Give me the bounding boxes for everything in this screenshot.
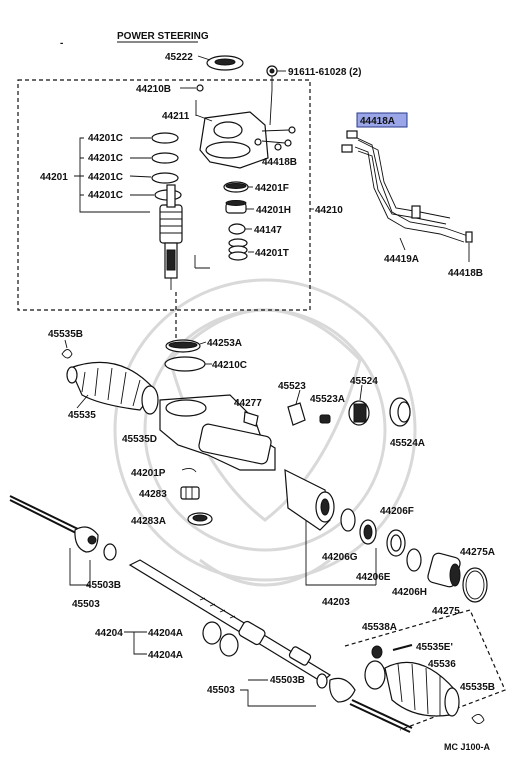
- label-45523: 45523: [278, 381, 306, 392]
- label-44206G: 44206G: [322, 552, 358, 563]
- label-45535B-2: 45535B: [460, 682, 495, 693]
- label-45535E: 45535E': [416, 642, 453, 653]
- label-44204A-2: 44204A: [148, 650, 183, 661]
- label-45503-2: 45503: [207, 685, 235, 696]
- label-44203: 44203: [322, 597, 350, 608]
- label-45524A: 45524A: [390, 438, 425, 449]
- label-45536: 45536: [428, 659, 456, 670]
- part-45524A: [389, 397, 411, 427]
- label-44201C-2: 44201C: [88, 153, 123, 164]
- valve-assembly-frame: [17, 79, 311, 311]
- label-44201T: 44201T: [255, 248, 289, 259]
- part-44206H: [406, 548, 422, 572]
- label-45524: 45524: [350, 376, 378, 387]
- label-44201P: 44201P: [131, 468, 166, 479]
- part-44275: [427, 552, 461, 588]
- part-44201F: [223, 181, 253, 193]
- part-44277: [243, 411, 259, 427]
- label-45538A: 45538A: [362, 622, 397, 633]
- part-44211-valve-housing: [195, 100, 296, 169]
- bracket-44201: [74, 137, 88, 213]
- part-44201H: [225, 200, 254, 214]
- part-45535B-clip-right: [471, 714, 485, 724]
- label-44211: 44211: [162, 111, 190, 122]
- bracket-44204: [124, 631, 147, 655]
- label-44147: 44147: [254, 225, 282, 236]
- highlight-44418A: [356, 112, 408, 128]
- label-44201: 44201: [40, 172, 68, 183]
- part-44206G: [340, 508, 356, 532]
- label-45535B-1: 45535B: [48, 329, 83, 340]
- part-45523: [287, 389, 306, 426]
- part-rack-bar: [128, 559, 332, 683]
- part-45535B-clip: [61, 339, 73, 359]
- part-45538A: [371, 645, 383, 659]
- label-44419A: 44419A: [384, 254, 419, 265]
- part-44210C: [164, 356, 212, 372]
- part-44206F: [386, 529, 406, 557]
- label-44204: 44204: [95, 628, 123, 639]
- part-44283A: [187, 512, 213, 526]
- part-44419A-pressure-tubes: [341, 130, 473, 262]
- part-spool-shaft: [159, 184, 183, 290]
- label-44275: 44275: [432, 606, 460, 617]
- label-44275A: 44275A: [460, 547, 495, 558]
- part-45524: [348, 384, 370, 426]
- label-45535D: 45535D: [122, 434, 157, 445]
- part-44204A-rings: [202, 621, 239, 657]
- bracket-44203: [305, 520, 377, 586]
- label-44206E: 44206E: [356, 572, 391, 583]
- label-44206F: 44206F: [380, 506, 414, 517]
- label-44277: 44277: [234, 398, 262, 409]
- label-44201H: 44201H: [256, 205, 291, 216]
- label-44201F: 44201F: [255, 183, 289, 194]
- label-44201C-3: 44201C: [88, 172, 123, 183]
- part-45535E: [392, 644, 413, 651]
- part-44283: [180, 486, 200, 500]
- label-44253A: 44253A: [207, 338, 242, 349]
- part-44210B: [180, 84, 204, 92]
- part-44275A: [462, 567, 488, 603]
- label-44210: 44210: [315, 205, 343, 216]
- label-44283: 44283: [139, 489, 167, 500]
- part-91611: [266, 65, 286, 126]
- label-44206H: 44206H: [392, 587, 427, 598]
- label-45535: 45535: [68, 410, 96, 421]
- label-44201C-1: 44201C: [88, 133, 123, 144]
- label-44204A-1: 44204A: [148, 628, 183, 639]
- part-45536-boot: [364, 660, 460, 717]
- corner-mark: -: [60, 38, 63, 49]
- label-45503B-1: 45503B: [86, 580, 121, 591]
- part-45503-tie-rod-right: [240, 673, 413, 733]
- label-44210B: 44210B: [136, 84, 171, 95]
- part-44201P: [181, 467, 197, 473]
- label-45222: 45222: [165, 52, 193, 63]
- part-44147: [228, 223, 252, 235]
- label-44418B-2: 44418B: [448, 268, 483, 279]
- part-44418B-valve: [274, 143, 282, 151]
- label-44210C: 44210C: [212, 360, 247, 371]
- label-44418B-1: 44418B: [262, 157, 297, 168]
- label-44418A: 44418A: [360, 116, 395, 127]
- diagram-title: POWER STEERING: [117, 31, 209, 42]
- label-45523A: 45523A: [310, 394, 345, 405]
- part-45535-boot: [66, 361, 159, 415]
- part-45523A: [319, 414, 331, 424]
- label-44283A: 44283A: [131, 516, 166, 527]
- label-45503-1: 45503: [72, 599, 100, 610]
- part-44201T: [228, 238, 254, 261]
- part-45222: [197, 55, 244, 71]
- footer-code: MC J100-A: [444, 742, 491, 752]
- label-44201C-4: 44201C: [88, 190, 123, 201]
- label-45503B-2: 45503B: [270, 675, 305, 686]
- part-44206E: [359, 519, 377, 545]
- label-91611: 91611-61028 (2): [288, 67, 361, 78]
- bracket-44210: [194, 255, 210, 269]
- part-45503-tie-rod-left: [9, 495, 117, 586]
- part-44253A: [165, 339, 207, 353]
